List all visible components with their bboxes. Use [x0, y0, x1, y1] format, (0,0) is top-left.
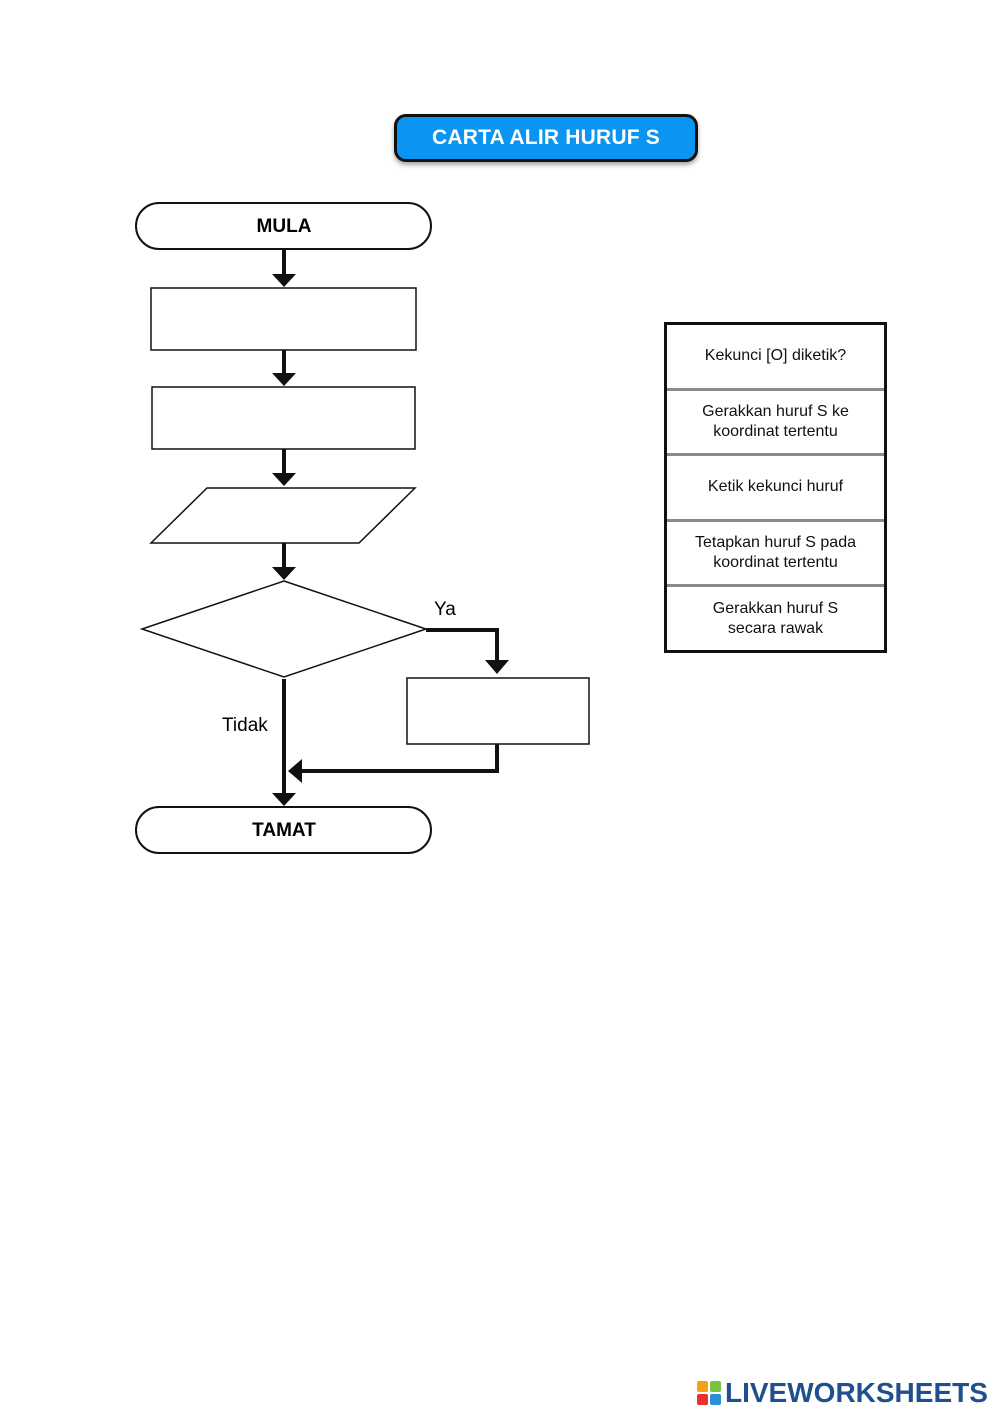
end-label: TAMAT [252, 820, 316, 841]
logo-square [697, 1394, 708, 1405]
answer-option[interactable]: Tetapkan huruf S pada koordinat tertentu [667, 522, 884, 588]
arrow-input-to-decision [272, 543, 296, 580]
process-slot-yes[interactable] [406, 677, 590, 745]
answer-options-panel: Kekunci [O] diketik? Gerakkan huruf S ke… [664, 322, 887, 653]
no-label: Tidak [222, 715, 268, 736]
answer-option[interactable]: Kekunci [O] diketik? [667, 325, 884, 391]
logo-square [710, 1381, 721, 1392]
logo-square [697, 1381, 708, 1392]
process-slot-1[interactable] [150, 287, 417, 351]
answer-option[interactable]: Gerakkan huruf S secara rawak [712, 599, 839, 637]
page-title: CARTA ALIR HURUF S [394, 114, 698, 162]
start-terminal: MULA [135, 202, 432, 250]
arrow-process-1-to-process-2 [272, 350, 296, 386]
end-terminal: TAMAT [135, 806, 432, 854]
arrow-process-2-to-input [272, 449, 296, 486]
answer-option[interactable]: Gerakkan huruf S ke koordinat tertentu [667, 391, 884, 457]
brand-name: LIVEWORKSHEETS [725, 1377, 988, 1408]
decision-slot[interactable] [139, 580, 429, 678]
arrow-start-to-process-1 [272, 249, 296, 287]
arrow-yes-return [288, 744, 499, 783]
start-label: MULA [257, 216, 312, 237]
process-slot-2[interactable] [151, 386, 416, 450]
yes-label: Ya [434, 599, 456, 620]
arrow-decision-no [272, 679, 296, 806]
liveworksheets-logo-icon [697, 1381, 721, 1405]
logo-square [710, 1394, 721, 1405]
answer-option[interactable]: Ketik kekunci huruf [667, 456, 884, 522]
input-slot[interactable] [149, 487, 417, 544]
brand-footer: LIVEWORKSHEETS [697, 1376, 988, 1410]
arrow-decision-yes [426, 628, 509, 674]
